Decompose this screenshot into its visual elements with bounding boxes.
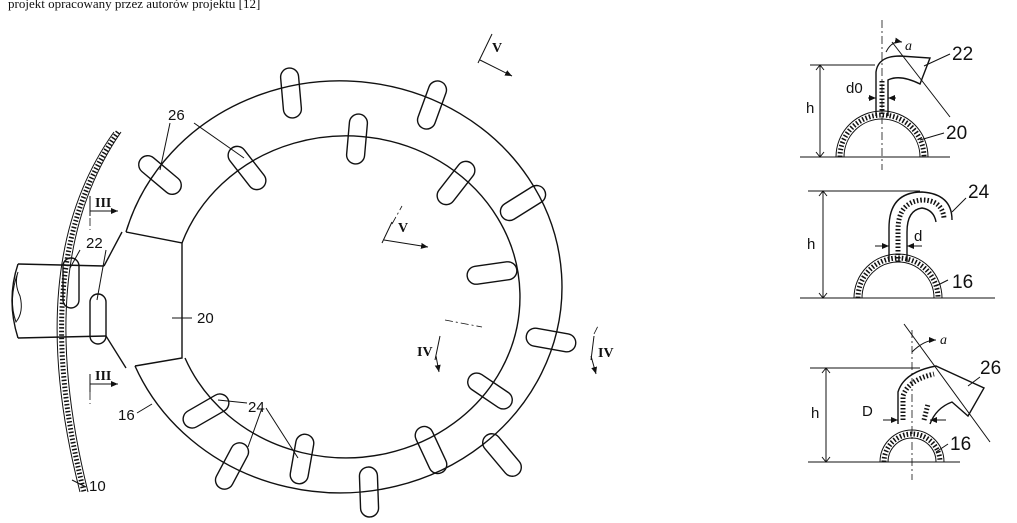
section-label-iv-inner: IV bbox=[417, 345, 433, 360]
label-22: 22 bbox=[86, 235, 103, 252]
hose-26-p bbox=[182, 393, 230, 429]
label-20: 20 bbox=[197, 310, 214, 327]
hose-26-c bbox=[279, 67, 303, 119]
detail-22-height: h bbox=[806, 100, 814, 117]
hose-26-b bbox=[227, 145, 267, 191]
leader-lines bbox=[69, 122, 299, 488]
hose-26-k bbox=[482, 433, 522, 477]
hose-26-a bbox=[138, 155, 182, 195]
ring-pipe bbox=[125, 80, 563, 494]
main-view: 26 22 20 24 16 10 III III V V IV IV bbox=[11, 33, 614, 518]
detail-26-height: h bbox=[811, 405, 819, 422]
section-label-iii-top: III bbox=[95, 196, 111, 211]
manifold-box bbox=[103, 231, 183, 369]
detail-view-26: a 26 16 D h bbox=[808, 323, 1001, 480]
hose-26-f bbox=[436, 160, 476, 206]
detail-22-part: 22 bbox=[952, 44, 973, 65]
hose-26-h bbox=[466, 261, 518, 285]
section-label-v-top: V bbox=[492, 41, 502, 56]
section-label-iii-bottom: III bbox=[95, 369, 111, 384]
hose-22-a bbox=[62, 257, 80, 309]
hose-26-e bbox=[416, 80, 448, 130]
detail-22-pipe: 20 bbox=[946, 123, 967, 144]
label-10: 10 bbox=[89, 478, 106, 495]
detail-26-diameter: D bbox=[862, 403, 873, 420]
detail-24-height: h bbox=[807, 236, 815, 253]
hose-26-d bbox=[345, 113, 369, 165]
detail-24-pipe: 16 bbox=[952, 272, 973, 293]
label-16: 16 bbox=[118, 407, 135, 424]
detail-22-angle: a bbox=[905, 39, 912, 54]
detail-view-24: 24 16 d h bbox=[800, 182, 995, 299]
section-label-v-inner: V bbox=[398, 221, 408, 236]
outer-hoses bbox=[138, 67, 577, 518]
section-marks bbox=[89, 33, 599, 404]
label-26: 26 bbox=[168, 107, 185, 124]
label-24: 24 bbox=[248, 399, 265, 416]
hose-26-i bbox=[525, 327, 577, 353]
hose-26-g bbox=[499, 184, 547, 222]
section-label-iv-outer: IV bbox=[598, 346, 614, 361]
hose-26-m bbox=[358, 466, 380, 518]
detail-26-angle: a bbox=[940, 333, 947, 348]
detail-24-part: 24 bbox=[968, 182, 990, 203]
hose-26-l bbox=[414, 425, 448, 475]
tank-wall bbox=[56, 130, 122, 493]
detail-26-part: 26 bbox=[980, 358, 1001, 379]
figure-caption-fragment: projekt opracowany przez autorów projekt… bbox=[8, 0, 261, 11]
hose-26-n bbox=[289, 433, 315, 485]
hose-26-j bbox=[467, 372, 513, 410]
detail-view-22: a 22 20 d0 h bbox=[800, 20, 973, 170]
detail-24-diameter: d bbox=[914, 228, 922, 245]
detail-22-diameter: d0 bbox=[846, 80, 863, 97]
hose-26-o bbox=[214, 442, 250, 490]
detail-26-pipe: 16 bbox=[950, 434, 971, 455]
inlet-pipe bbox=[11, 263, 107, 339]
